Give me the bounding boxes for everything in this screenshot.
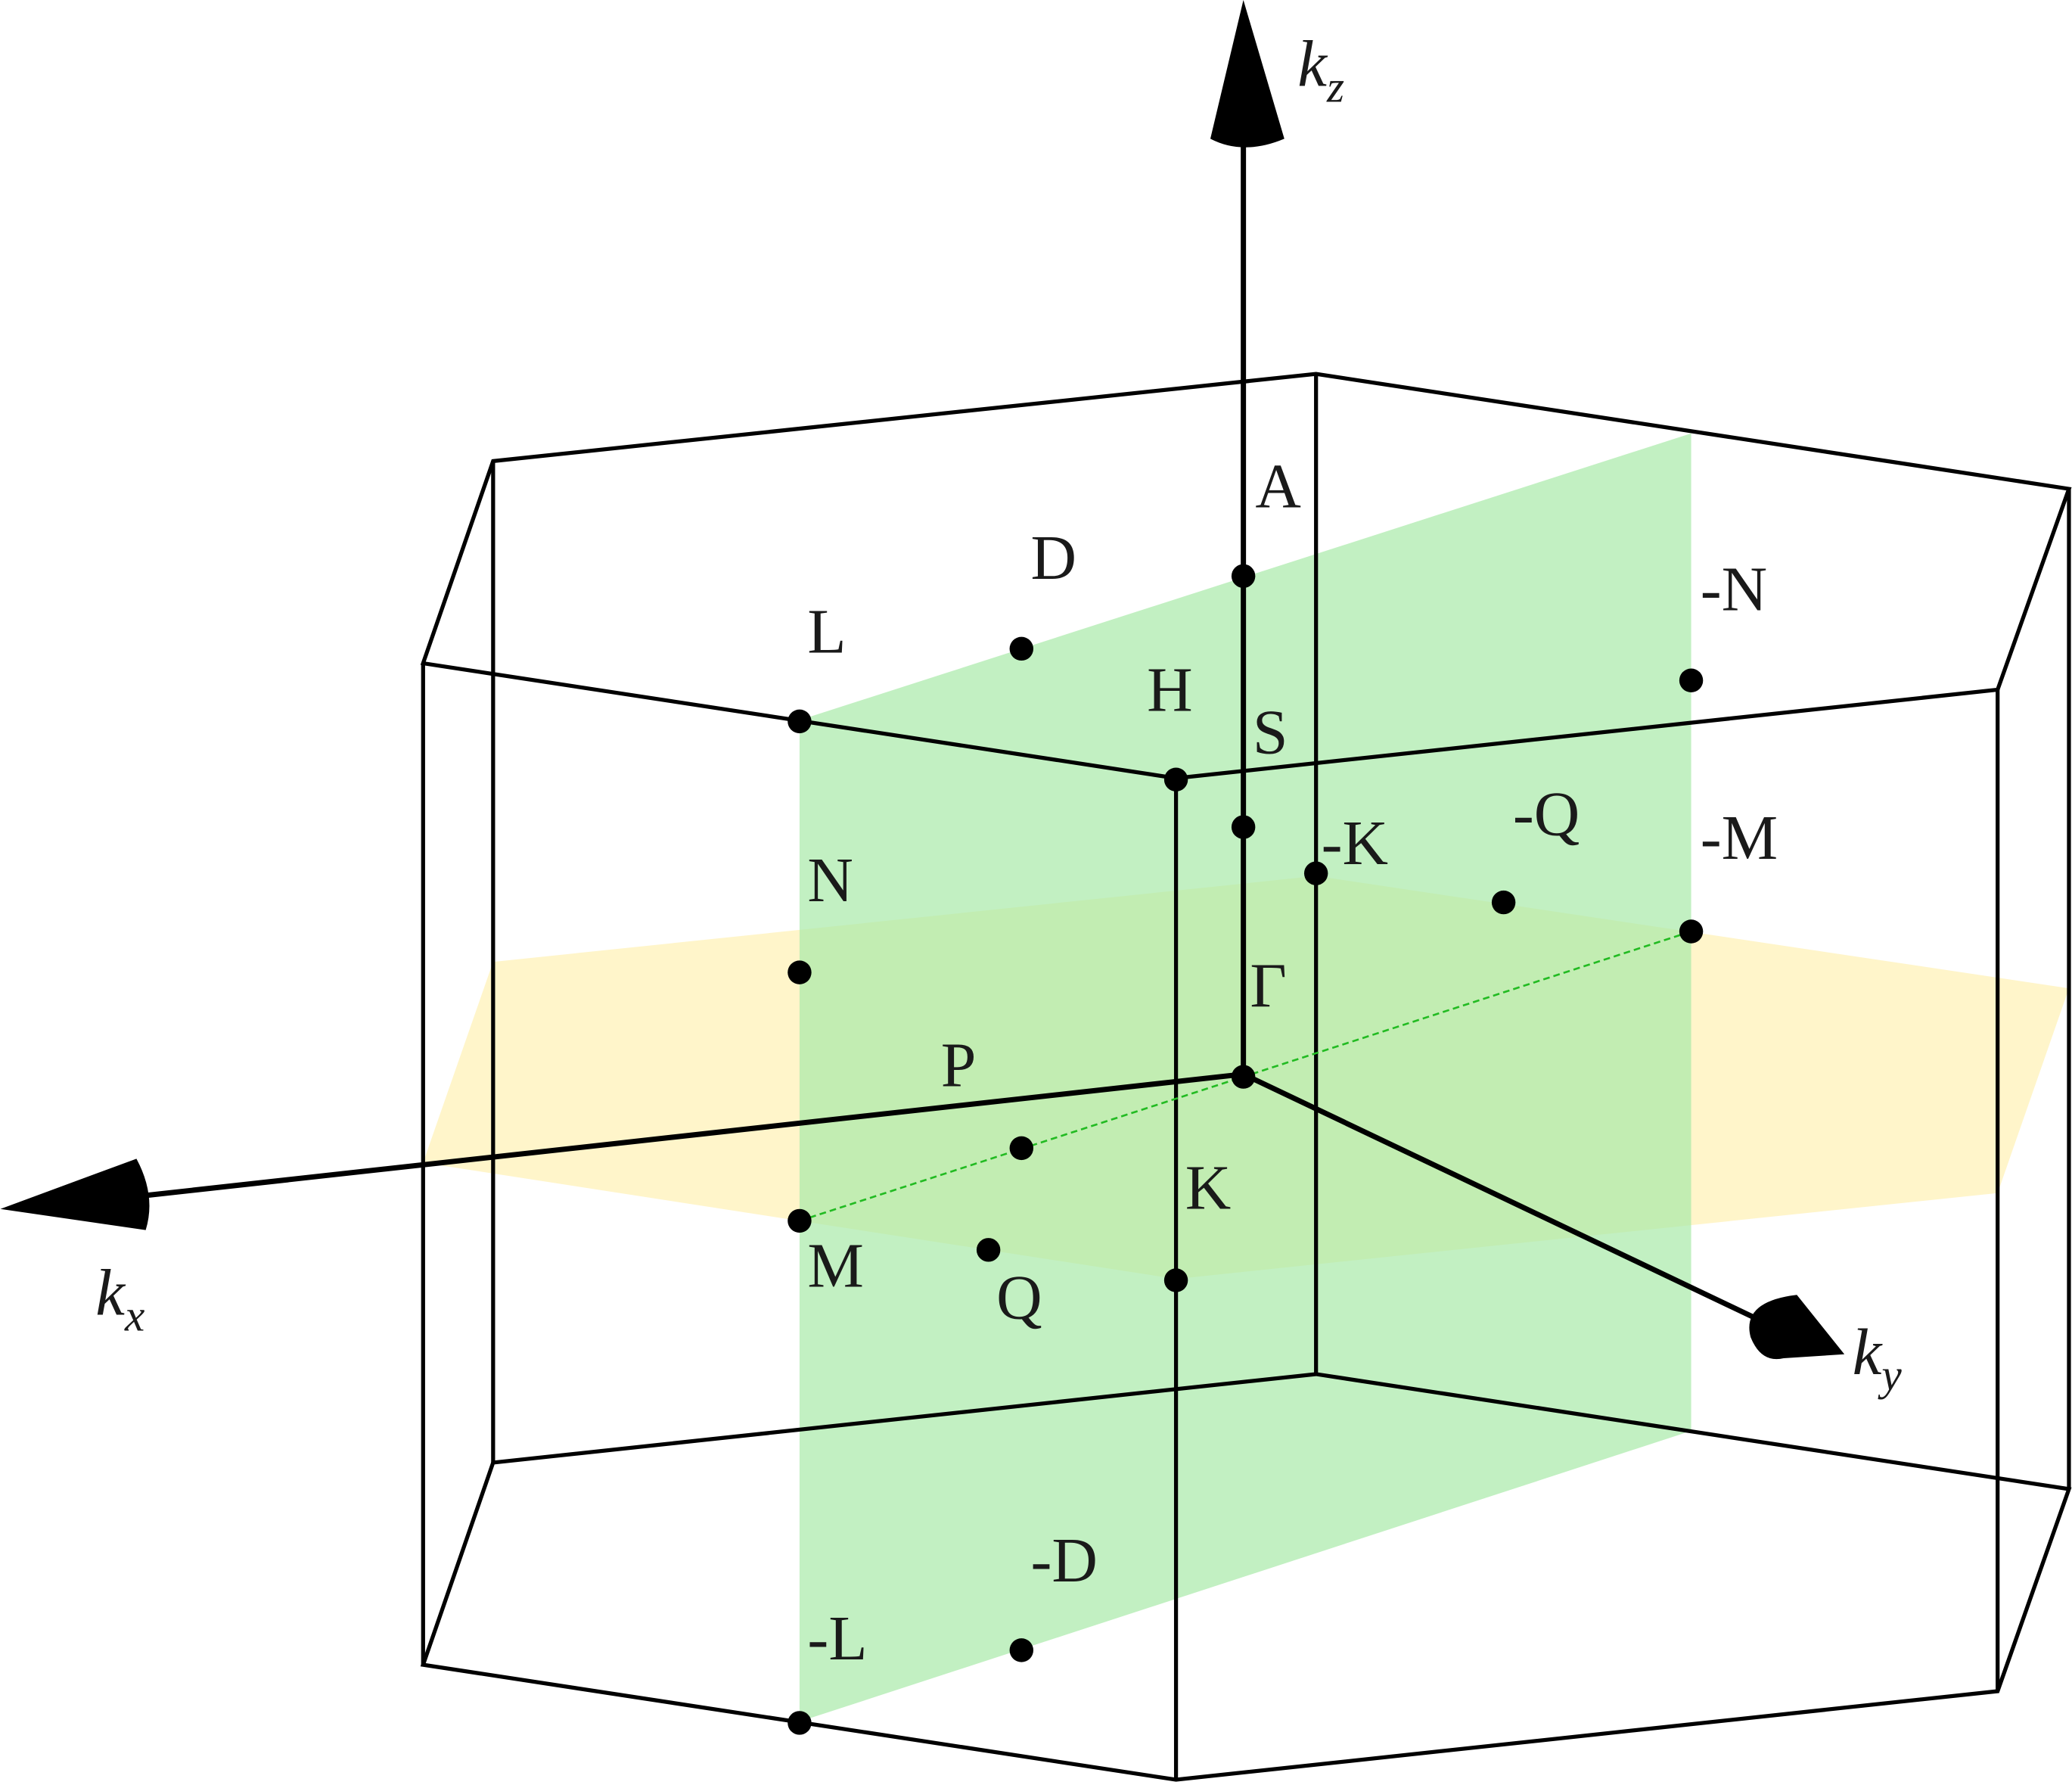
point-minus-Q — [1491, 890, 1516, 915]
point-minus-M — [1679, 919, 1704, 944]
point-minus-L — [787, 1711, 812, 1735]
ky-arrowhead-icon — [1749, 1295, 1845, 1360]
kz-axis — [1210, 0, 1285, 1074]
axis-label-ky: ky — [1853, 1315, 1903, 1400]
point-Q — [976, 1238, 1001, 1262]
label-minus-K: -K — [1322, 808, 1388, 879]
axis-label-kx: kx — [95, 1255, 144, 1340]
axis-label-kz: kz — [1297, 26, 1344, 111]
label-Q: Q — [996, 1263, 1042, 1333]
label-M: M — [807, 1231, 864, 1301]
kz-arrowhead-icon — [1210, 0, 1285, 148]
point-N — [787, 960, 812, 984]
point-minus-N — [1679, 668, 1704, 692]
label-H: H — [1147, 655, 1193, 725]
point-H — [1163, 767, 1188, 791]
point-M — [787, 1208, 812, 1233]
point-S — [1231, 815, 1256, 839]
kx-arrowhead-icon — [0, 1158, 150, 1230]
point-P — [1009, 1136, 1034, 1161]
label-minus-N: -N — [1701, 555, 1767, 625]
point-L — [787, 709, 812, 734]
label-K: K — [1185, 1153, 1232, 1224]
point-minus-K — [1303, 861, 1328, 885]
point-D — [1009, 636, 1034, 661]
label-A: A — [1255, 452, 1301, 522]
label-S: S — [1253, 697, 1288, 767]
label-minus-Q: -Q — [1513, 779, 1580, 850]
point-A — [1231, 564, 1256, 589]
hexagonal-prism — [420, 372, 2072, 1782]
label-minus-L: -L — [807, 1603, 867, 1674]
point-labels: A D L H S -K -Q -N -M N Γ P K M Q -D -L — [807, 452, 1778, 1675]
label-minus-M: -M — [1701, 803, 1778, 873]
label-N: N — [807, 845, 853, 916]
point-K — [1163, 1268, 1188, 1292]
point-Gamma — [1231, 1065, 1256, 1089]
label-Gamma: Γ — [1250, 951, 1286, 1022]
label-minus-D: -D — [1031, 1525, 1098, 1596]
point-minus-D — [1009, 1638, 1034, 1662]
kx-axis — [0, 1071, 1244, 1230]
points — [787, 564, 1704, 1735]
label-D: D — [1031, 523, 1077, 593]
label-L: L — [807, 597, 846, 667]
ky-axis — [1242, 1071, 1845, 1360]
label-P: P — [941, 1030, 977, 1100]
